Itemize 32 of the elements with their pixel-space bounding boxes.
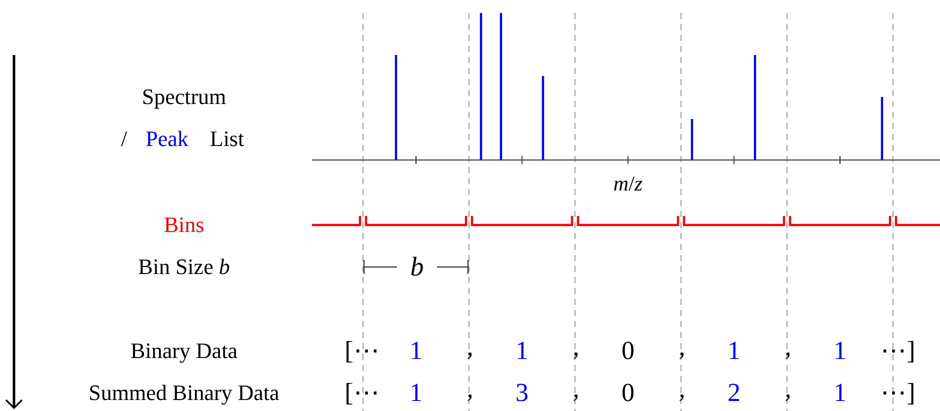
separator-text: ,: [466, 376, 474, 402]
separator-text: /: [120, 128, 128, 150]
separator-text: ,: [784, 334, 792, 360]
row-label: Binary Data: [130, 340, 238, 362]
vector-value: 3: [516, 380, 528, 406]
bracket-ellipsis: [⋯: [344, 338, 380, 364]
row-label: Spectrum: [142, 86, 226, 108]
vector-value: 1: [834, 380, 846, 406]
vector-value: 0: [622, 380, 634, 406]
separator-text: ,: [466, 334, 474, 360]
bracket-ellipsis: [⋯: [344, 380, 380, 406]
dimension-label: b: [410, 254, 424, 280]
bracket-ellipsis: ⋯]: [880, 338, 916, 364]
axis-label: m/z: [613, 174, 643, 194]
vector-value: 1: [410, 338, 422, 364]
vector-value: 2: [728, 380, 740, 406]
vector-value: 1: [728, 338, 740, 364]
separator-text: ,: [784, 376, 792, 402]
separator-text: ,: [678, 334, 686, 360]
bracket-ellipsis: ⋯]: [880, 380, 916, 406]
row-label: Peak: [146, 128, 188, 150]
separator-text: ,: [572, 376, 580, 402]
vector-value: 1: [834, 338, 846, 364]
vector-value: 0: [622, 338, 634, 364]
row-label: Bins: [164, 214, 204, 236]
vector-value: 1: [410, 380, 422, 406]
separator-text: ,: [572, 334, 580, 360]
vector-value: 1: [516, 338, 528, 364]
row-label: Bin Size b: [138, 256, 230, 278]
separator-text: ,: [678, 376, 686, 402]
row-label: List: [210, 128, 244, 150]
row-label: Summed Binary Data: [88, 382, 280, 404]
